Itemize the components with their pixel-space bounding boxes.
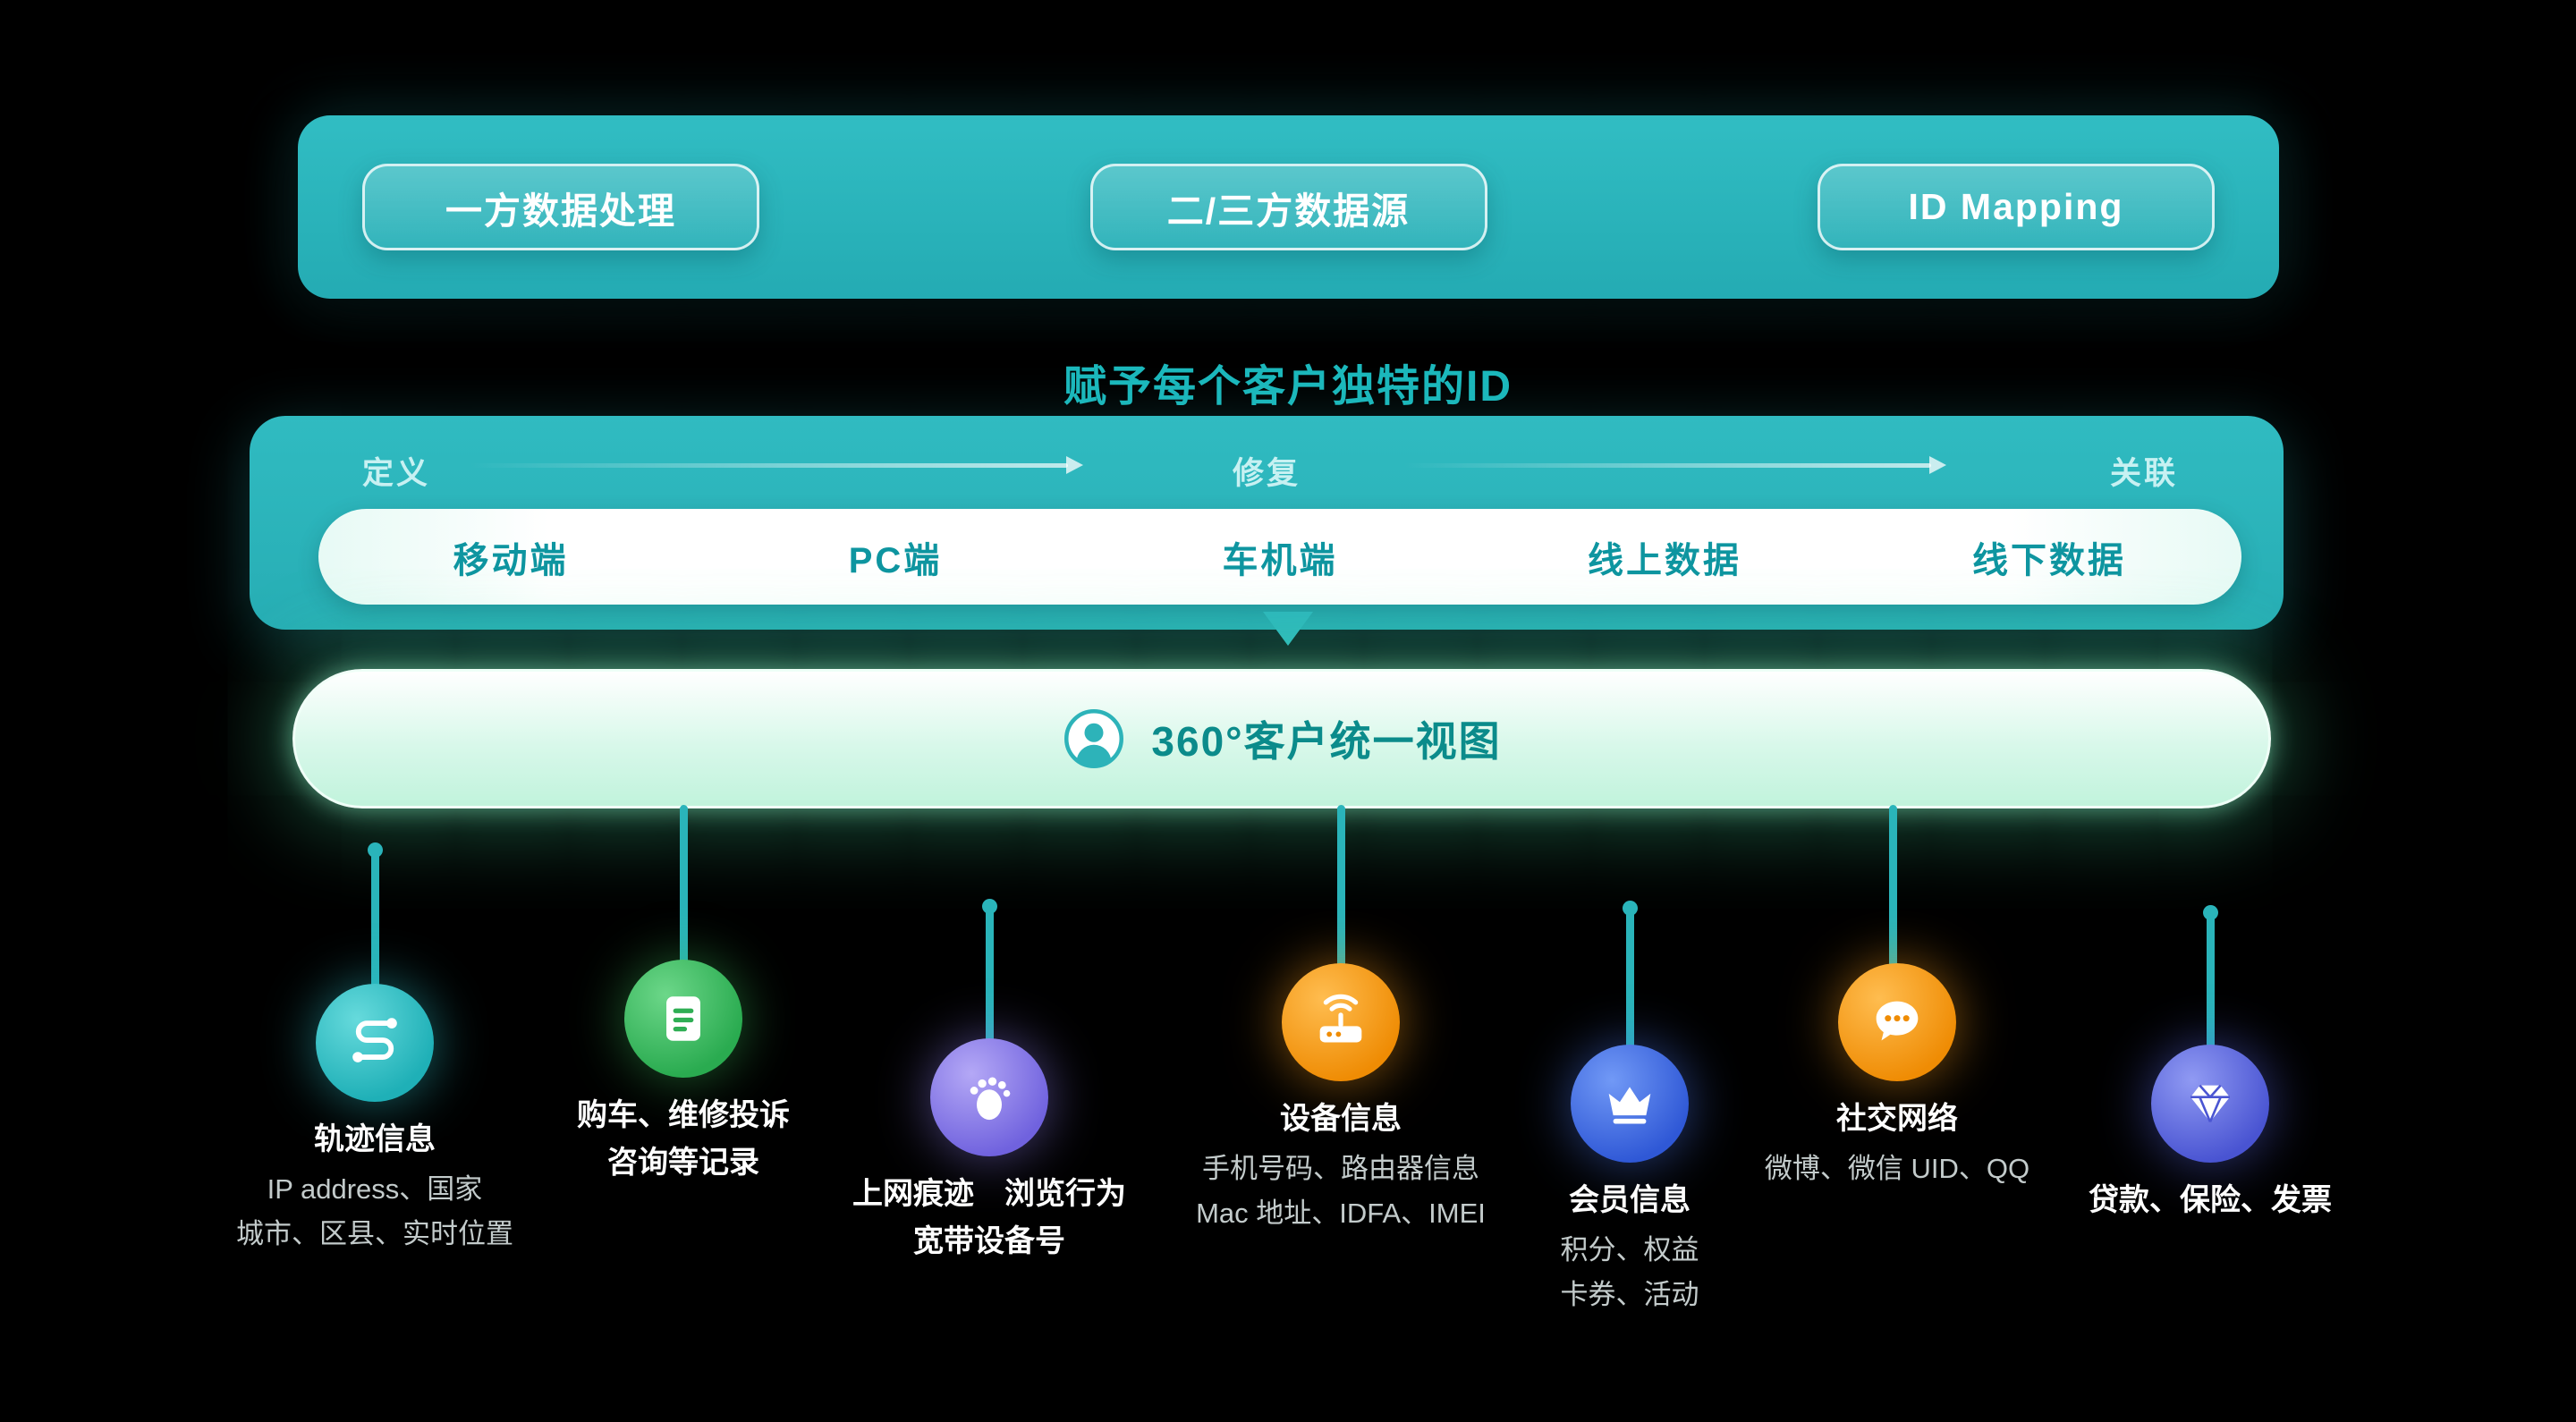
unified-view-bar: 360°客户统一视图 <box>292 669 2271 808</box>
source-detail-line: 手机号码、路由器信息 <box>1202 1153 1479 1184</box>
stage-associate: 关联 <box>2109 456 2178 491</box>
gem-icon <box>2190 1084 2230 1122</box>
id-band: 定义 修复 关联 移动端 PC端 车机端 线上数据 线下数据 <box>250 416 2284 630</box>
stage-repair: 修复 <box>1232 456 1301 491</box>
channel-online-data: 线上数据 <box>1588 540 1741 580</box>
channel-car: 车机端 <box>1222 540 1338 580</box>
source-bubble <box>1838 963 1956 1081</box>
pipeline-banner: 一方数据处理 二/三方数据源 ID Mapping <box>298 115 2279 299</box>
source-title-line: 咨询等记录 <box>607 1146 759 1180</box>
footprint-icon <box>970 1077 1011 1121</box>
source-detail-line: 城市、区县、实时位置 <box>236 1218 513 1249</box>
source-bubble <box>930 1038 1048 1156</box>
source-title-line: 购车、维修投诉 <box>577 1098 790 1132</box>
source-bubble <box>2151 1045 2269 1163</box>
connector-line <box>1623 901 1638 1054</box>
source-detail-line: Mac 地址、IDFA、IMEI <box>1196 1198 1486 1229</box>
source-web-traces: 上网痕迹 浏览行为 宽带设备号 <box>792 1038 1186 1265</box>
channel-bar: 移动端 PC端 车机端 线上数据 线下数据 <box>318 509 2241 605</box>
chat-icon <box>1876 1001 1919 1041</box>
source-membership: 会员信息 积分、权益 卡券、活动 <box>1433 1045 1826 1317</box>
channel-mobile: 移动端 <box>453 540 569 580</box>
stage-arrow-2 <box>1403 456 1946 474</box>
route-icon <box>352 1018 397 1062</box>
source-title-line: 上网痕迹 浏览行为 <box>852 1177 1126 1211</box>
source-title-line: 轨迹信息 <box>314 1122 436 1156</box>
connector-line <box>2203 905 2218 1054</box>
source-title-line: 会员信息 <box>1569 1183 1690 1217</box>
connector-line <box>368 842 383 994</box>
unified-view-label: 360°客户统一视图 <box>1151 718 1502 765</box>
source-bubble <box>316 984 434 1102</box>
stage-define: 定义 <box>362 456 431 491</box>
source-purchase-records: 购车、维修投诉 咨询等记录 <box>487 960 880 1187</box>
user-avatar-icon <box>1064 709 1124 768</box>
source-bubble <box>624 960 742 1078</box>
section-title: 赋予每个客户独特的ID <box>1063 363 1513 411</box>
source-device-info: 设备信息 手机号码、路由器信息 Mac 地址、IDFA、IMEI <box>1144 963 1538 1236</box>
source-title-line: 贷款、保险、发票 <box>2089 1183 2332 1217</box>
channel-offline-data: 线下数据 <box>1972 540 2126 580</box>
source-detail-line: 卡券、活动 <box>1560 1279 1699 1310</box>
crown-icon <box>1608 1087 1651 1124</box>
source-bubble <box>1571 1045 1689 1163</box>
source-title-line: 设备信息 <box>1280 1102 1402 1136</box>
connector-line <box>1889 805 1897 971</box>
channel-pc: PC端 <box>848 540 943 580</box>
stage-arrow-1 <box>469 456 1083 474</box>
source-finance: 贷款、保险、发票 <box>2013 1045 2407 1224</box>
connector-line <box>982 899 997 1048</box>
router-icon <box>1319 994 1362 1043</box>
source-title-line: 宽带设备号 <box>913 1224 1065 1258</box>
down-arrow-icon <box>1263 612 1313 646</box>
source-detail-line: 积分、权益 <box>1560 1234 1699 1265</box>
pill-second-third-party-data: 二/三方数据源 <box>1089 164 1487 250</box>
connector-line <box>1337 805 1345 971</box>
source-trajectory: 轨迹信息 IP address、国家 城市、区县、实时位置 <box>178 984 572 1257</box>
source-title-line: 社交网络 <box>1836 1102 1958 1136</box>
pill-first-party-data: 一方数据处理 <box>362 164 759 250</box>
source-detail-line: 微博、微信 UID、QQ <box>1764 1153 2030 1184</box>
source-bubble <box>1282 963 1400 1081</box>
document-icon <box>666 996 700 1041</box>
source-social-network: 社交网络 微博、微信 UID、QQ <box>1700 963 2094 1191</box>
connector-line <box>680 805 688 968</box>
pill-id-mapping: ID Mapping <box>1818 164 2215 250</box>
source-detail-line: IP address、国家 <box>267 1173 483 1205</box>
